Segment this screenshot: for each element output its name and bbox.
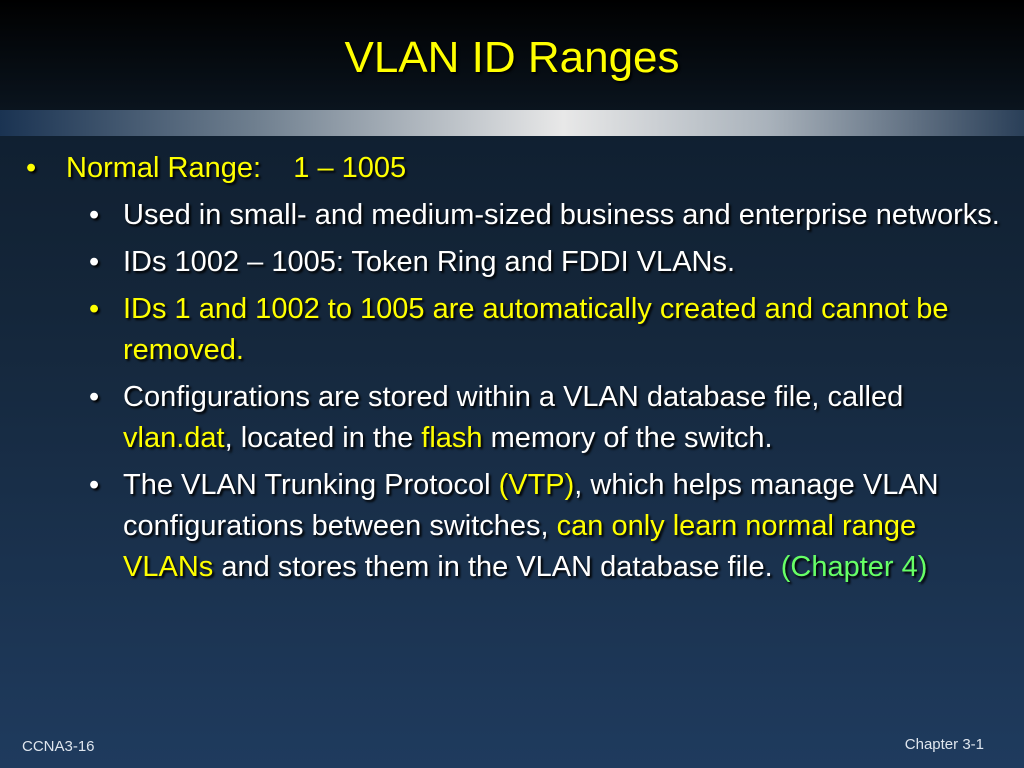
sub-bullet-text: IDs 1002 – 1005: Token Ring and FDDI VLA… (123, 246, 736, 278)
bullet-marker: • (89, 293, 100, 325)
sub-bullet-vtp: • The VLAN Trunking Protocol (VTP), whic… (89, 465, 1000, 588)
sub-bullet-text: IDs 1 and 1002 to 1005 are automatically… (123, 293, 949, 366)
sub-bullet-text: Used in small- and medium-sized business… (123, 199, 1000, 231)
sub-bullet-usage: • Used in small- and medium-sized busine… (89, 195, 1000, 236)
slide-title: VLAN ID Ranges (344, 33, 680, 82)
bullet-marker: • (89, 199, 100, 231)
sub-bullet-database: • Configurations are stored within a VLA… (89, 377, 1000, 459)
bullet-marker: • (89, 469, 100, 501)
bullet-marker: • (26, 152, 37, 184)
vlan-dat-highlight: vlan.dat (123, 422, 225, 454)
title-divider (0, 110, 1024, 136)
bullet-marker: • (89, 381, 100, 413)
sub-bullet-auto-created: • IDs 1 and 1002 to 1005 are automatical… (89, 289, 1000, 371)
sub-bullet-text: memory of the switch. (482, 422, 773, 454)
footer-course-code: CCNA3-16 (22, 738, 95, 755)
sub-bullet-text: , which helps manage VLAN configurations… (123, 469, 939, 542)
vtp-highlight: (VTP) (498, 469, 575, 501)
sub-bullet-token-ring: • IDs 1002 – 1005: Token Ring and FDDI V… (89, 242, 1000, 283)
flash-highlight: flash (421, 422, 483, 454)
sub-bullet-text: Configurations are stored within a VLAN … (123, 381, 904, 413)
sub-bullet-text: , located in the (224, 422, 422, 454)
chapter-reference: (Chapter 4) (780, 551, 928, 583)
normal-range-label: Normal Range: (66, 152, 262, 184)
slide-content: • Normal Range: 1 – 1005 • Used in small… (0, 148, 1024, 594)
normal-range-learn-highlight: can only learn normal range VLANs (123, 510, 917, 583)
title-bar (0, 0, 1024, 110)
bullet-normal-range: • Normal Range: 1 – 1005 (26, 148, 1024, 189)
bullet-marker: • (89, 246, 100, 278)
sub-bullet-text: and stores them in the VLAN database fil… (213, 551, 781, 583)
normal-range-value: 1 – 1005 (293, 152, 407, 184)
footer-chapter: Chapter 3-1 (904, 736, 984, 753)
sub-bullet-text: The VLAN Trunking Protocol (123, 469, 499, 501)
